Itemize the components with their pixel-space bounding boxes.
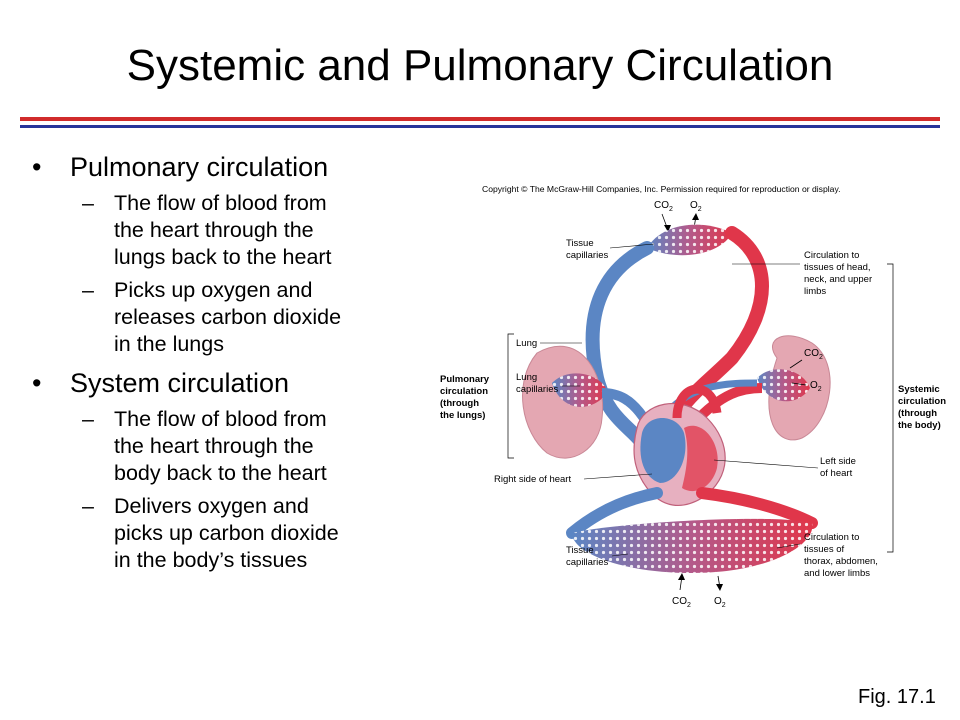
- arrowhead: [664, 225, 671, 232]
- lower-capillary-mesh: [572, 518, 813, 573]
- leader-line: [609, 243, 655, 249]
- arrowhead: [692, 213, 699, 220]
- leader-line: [583, 473, 653, 480]
- sub-bullet: – The flow of blood from the heart throu…: [82, 191, 332, 269]
- co2-arrow-right: [789, 359, 803, 369]
- slide-title: Systemic and Pulmonary Circulation: [126, 41, 834, 90]
- arrowhead: [716, 584, 723, 591]
- bullet-systemic: •System circulation: [32, 368, 290, 398]
- leader-line: [713, 459, 819, 469]
- bullet-pulmonary: •Pulmonary circulation: [32, 152, 329, 182]
- right-side-heart: [640, 418, 686, 483]
- bullet-list: •Pulmonary circulation – The flow of blo…: [30, 150, 410, 580]
- right-side-heart-label: Right side of heart: [494, 474, 571, 485]
- leader-line: [776, 543, 801, 549]
- copyright-note: Copyright © The McGraw-Hill Companies, I…: [482, 184, 841, 194]
- figure-label: Fig. 17.1: [858, 686, 936, 708]
- vena-cava-inferior: [566, 487, 663, 539]
- co2-label-top: CO2: [654, 200, 673, 213]
- vena-cava-superior: [585, 241, 654, 450]
- systemic-bracket: [887, 263, 894, 553]
- lung-label: Lung: [516, 338, 537, 349]
- o2-label-top: O2: [690, 200, 702, 213]
- sub-bullet: – Picks up oxygen and releases carbon di…: [82, 278, 342, 356]
- pulmonary-bracket: [507, 333, 514, 459]
- aorta-lower: [696, 487, 818, 529]
- leader-line: [611, 553, 629, 557]
- co2-label-right: CO2: [804, 348, 823, 361]
- sub-bullet: – The flow of blood from the heart throu…: [82, 407, 327, 485]
- aortic-arch: [672, 384, 722, 419]
- sub-bullet: – Delivers oxygen and picks up carbon di…: [82, 494, 339, 572]
- o2-arrow-right: [791, 382, 807, 386]
- o2-label-right: O2: [810, 380, 822, 393]
- right-lung-capillary-mesh: [552, 373, 607, 407]
- co2-label-bottom: CO2: [672, 596, 691, 609]
- o2-label-bottom: O2: [714, 596, 726, 609]
- upper-capillary-mesh: [647, 224, 732, 256]
- title-rule-blue: [20, 125, 940, 128]
- circulation-diagram: Copyright © The McGraw-Hill Companies, I…: [440, 184, 946, 609]
- title-rule-red: [20, 117, 940, 121]
- arrowhead: [678, 573, 685, 580]
- left-side-heart: [682, 425, 718, 492]
- left-lung-capillary-mesh: [757, 369, 810, 402]
